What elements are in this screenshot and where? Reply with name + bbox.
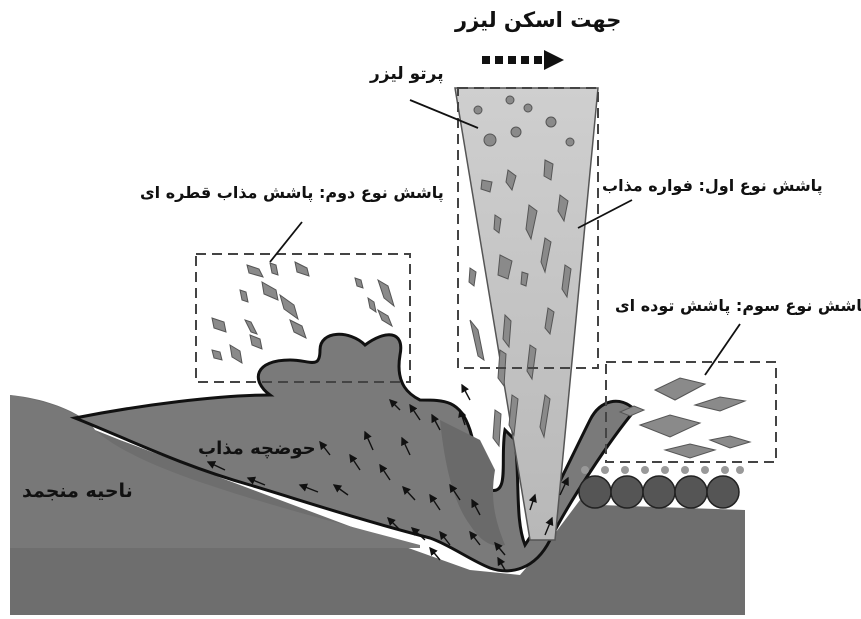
- powder-bed: [579, 476, 739, 508]
- spatter-type2-label: پاشش نوع دوم: پاشش مذاب قطره ای: [140, 185, 444, 201]
- type3-droplets: [620, 378, 750, 458]
- melt-pool-label: حوضچه مذاب: [198, 440, 316, 458]
- spatter-type1-label: پاشش نوع اول: فواره مذاب: [602, 178, 823, 194]
- fine-powder: [581, 466, 744, 474]
- type2-leader: [270, 222, 302, 262]
- scan-direction-label: جهت اسکن لیزر: [455, 10, 621, 31]
- solid-region-label: ناحیه منجمد: [22, 482, 133, 501]
- spatter-type3-label: پاشش نوع سوم: پاشش توده ای: [615, 298, 861, 314]
- laser-beam-label: پرتو لیزر: [370, 66, 444, 83]
- scan-direction-arrow: [482, 50, 564, 70]
- type3-leader: [705, 324, 740, 375]
